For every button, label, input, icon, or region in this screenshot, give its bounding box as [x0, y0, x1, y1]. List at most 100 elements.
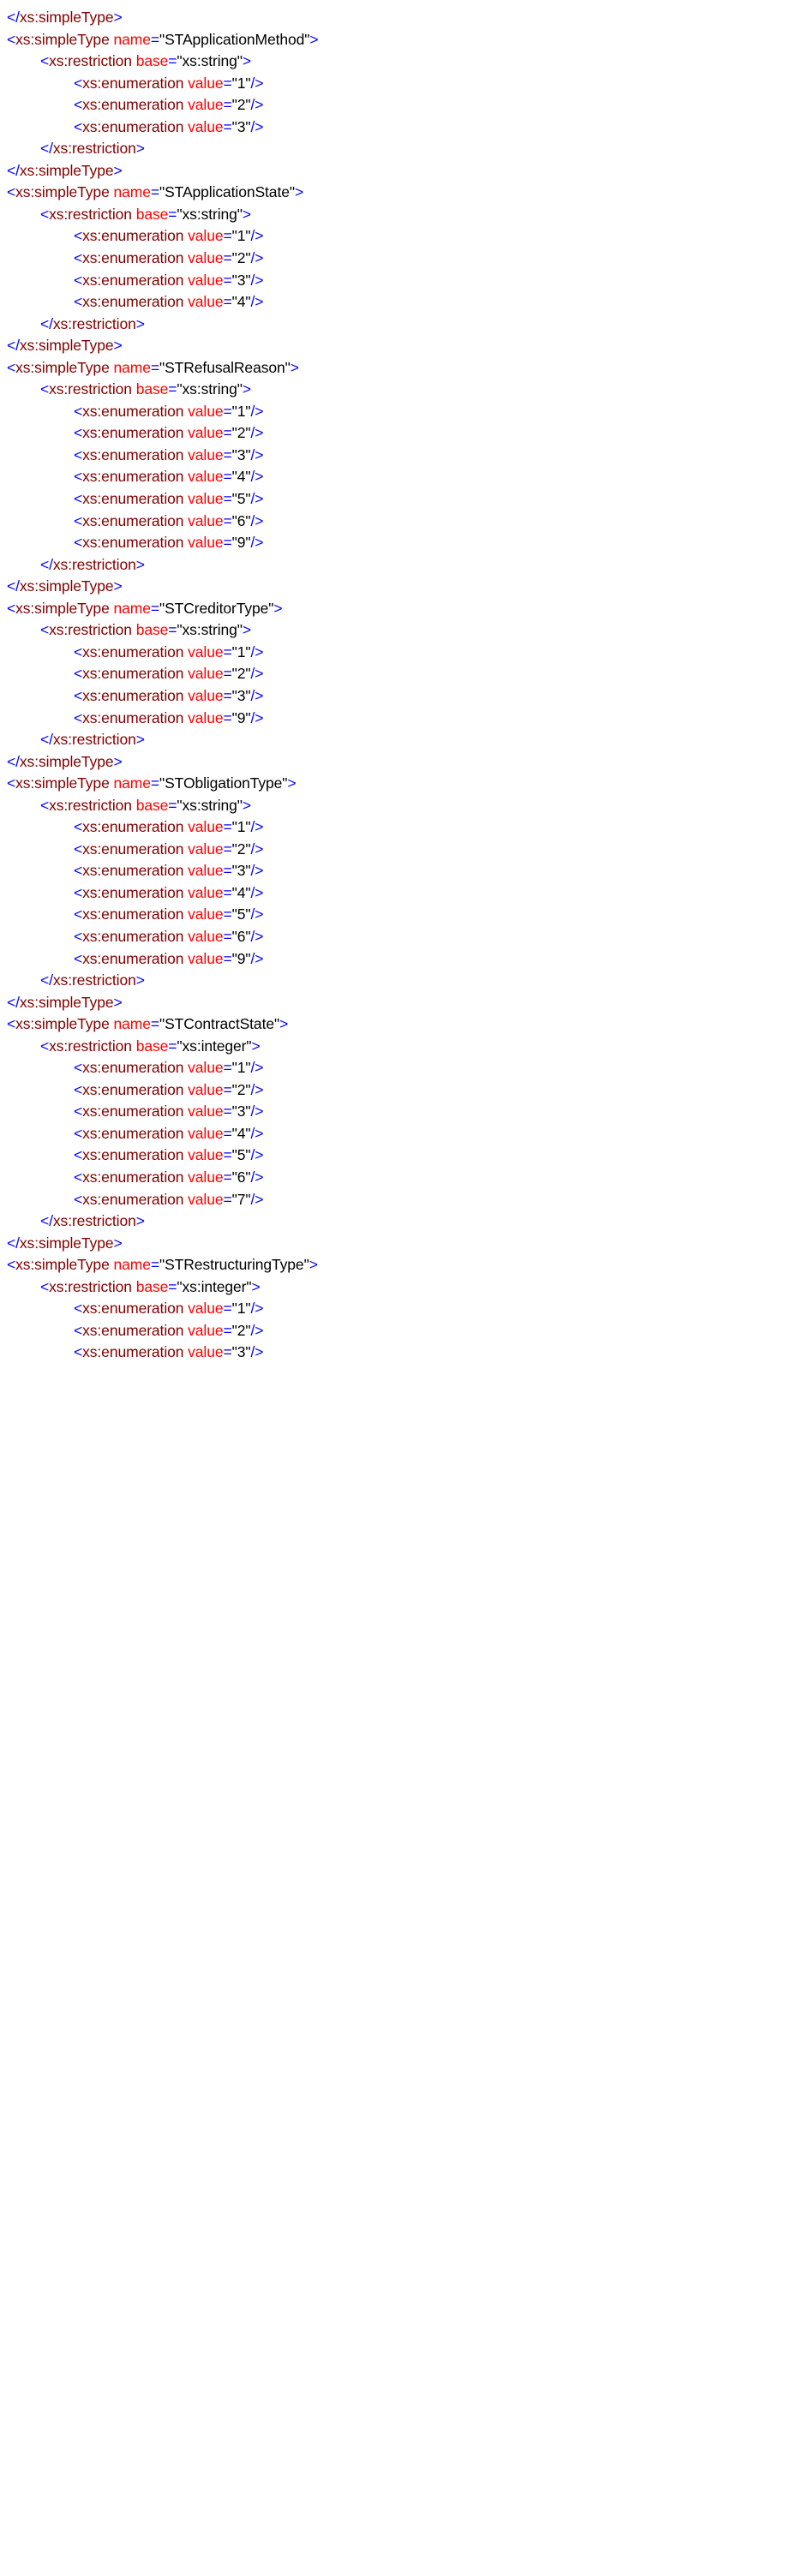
- element-name: xs:restriction: [49, 1277, 132, 1295]
- attribute-value: "2": [231, 840, 251, 858]
- tag-close-bracket: >: [135, 971, 145, 989]
- attribute-value: "9": [231, 949, 251, 967]
- equals-sign: =: [223, 1343, 232, 1361]
- element-name: xs:simpleType: [19, 337, 114, 355]
- close-tag-open-bracket: </: [7, 577, 20, 595]
- equals-sign: =: [223, 271, 232, 289]
- code-line: </xs:restriction>: [0, 554, 809, 577]
- element-name: xs:enumeration: [82, 708, 184, 726]
- element-name: xs:enumeration: [82, 1059, 184, 1077]
- attribute-value: "5": [231, 1146, 251, 1164]
- self-closing-bracket: />: [250, 468, 264, 486]
- attribute-name: value: [188, 1300, 224, 1318]
- tag-open-bracket: <: [7, 30, 16, 48]
- element-name: xs:restriction: [49, 1037, 132, 1055]
- close-tag-open-bracket: </: [40, 140, 53, 158]
- equals-sign: =: [150, 599, 159, 617]
- element-name: xs:enumeration: [82, 1146, 184, 1164]
- code-line: <xs:enumeration value="2"/>: [0, 839, 809, 861]
- attribute-value: "1": [231, 227, 251, 245]
- attribute-name: value: [188, 1168, 224, 1186]
- code-line: <xs:enumeration value="1"/>: [0, 225, 809, 248]
- tag-close-bracket: >: [113, 993, 123, 1011]
- self-closing-bracket: />: [250, 1103, 264, 1121]
- tag-close-bracket: >: [242, 621, 252, 639]
- tag-open-bracket: <: [74, 424, 83, 442]
- equals-sign: =: [223, 511, 232, 529]
- tag-open-bracket: <: [74, 227, 83, 245]
- element-name: xs:restriction: [52, 731, 136, 749]
- code-line: <xs:simpleType name="STRefusalReason">: [0, 357, 809, 380]
- equals-sign: =: [168, 621, 177, 639]
- attribute-name: value: [188, 883, 224, 901]
- code-line: <xs:enumeration value="3"/>: [0, 1342, 809, 1364]
- self-closing-bracket: />: [250, 1321, 264, 1339]
- code-line: <xs:simpleType name="STContractState">: [0, 1013, 809, 1036]
- attribute-name: value: [188, 1321, 224, 1339]
- attribute-value: "STCreditorType": [159, 599, 274, 617]
- self-closing-bracket: />: [250, 643, 264, 660]
- tag-open-bracket: <: [74, 1146, 83, 1164]
- element-name: xs:enumeration: [82, 424, 184, 442]
- attribute-name: value: [188, 665, 224, 683]
- code-line: <xs:enumeration value="2"/>: [0, 1079, 809, 1102]
- tag-open-bracket: <: [74, 402, 83, 420]
- equals-sign: =: [168, 52, 177, 70]
- self-closing-bracket: />: [250, 708, 264, 726]
- element-name: xs:enumeration: [82, 927, 184, 945]
- equals-sign: =: [150, 1015, 159, 1033]
- element-name: xs:enumeration: [82, 445, 184, 463]
- attribute-value: "STApplicationMethod": [159, 30, 310, 48]
- tag-open-bracket: <: [40, 1277, 50, 1295]
- tag-open-bracket: <: [74, 511, 83, 529]
- code-line: <xs:enumeration value="2"/>: [0, 663, 809, 685]
- attribute-name: value: [188, 293, 224, 311]
- tag-close-bracket: >: [135, 314, 145, 332]
- element-name: xs:simpleType: [15, 774, 110, 792]
- tag-open-bracket: <: [74, 249, 83, 267]
- attribute-value: "xs:string": [177, 796, 243, 814]
- element-name: xs:enumeration: [82, 686, 184, 704]
- element-name: xs:restriction: [52, 314, 136, 332]
- close-tag-open-bracket: </: [40, 1212, 53, 1230]
- attribute-value: "4": [231, 883, 251, 901]
- code-line: <xs:enumeration value="3"/>: [0, 685, 809, 708]
- attribute-value: "1": [231, 643, 251, 660]
- attribute-name: value: [188, 643, 224, 660]
- code-line: </xs:restriction>: [0, 729, 809, 751]
- self-closing-bracket: />: [250, 534, 264, 552]
- element-name: xs:simpleType: [15, 183, 110, 201]
- self-closing-bracket: />: [250, 293, 264, 311]
- attribute-name: value: [188, 1103, 224, 1121]
- element-name: xs:enumeration: [82, 862, 184, 880]
- attribute-name: value: [188, 402, 224, 420]
- attribute-value: "5": [231, 905, 251, 923]
- code-line: </xs:simpleType>: [0, 160, 809, 182]
- element-name: xs:simpleType: [15, 358, 110, 376]
- attribute-name: value: [188, 949, 224, 967]
- close-tag-open-bracket: </: [7, 161, 20, 179]
- attribute-name: value: [188, 686, 224, 704]
- code-line: <xs:enumeration value="5"/>: [0, 488, 809, 511]
- element-name: xs:restriction: [49, 52, 132, 70]
- equals-sign: =: [223, 686, 232, 704]
- element-name: xs:simpleType: [19, 577, 114, 595]
- tag-open-bracket: <: [40, 621, 50, 639]
- equals-sign: =: [168, 1277, 177, 1295]
- attribute-name: value: [188, 1343, 224, 1361]
- attribute-name: name: [113, 358, 151, 376]
- self-closing-bracket: />: [250, 445, 264, 463]
- tag-open-bracket: <: [74, 468, 83, 486]
- code-line: </xs:simpleType>: [0, 576, 809, 598]
- tag-open-bracket: <: [74, 293, 83, 311]
- element-name: xs:restriction: [49, 205, 132, 223]
- self-closing-bracket: />: [250, 927, 264, 945]
- element-name: xs:enumeration: [82, 665, 184, 683]
- attribute-value: "3": [231, 271, 251, 289]
- close-tag-open-bracket: </: [7, 752, 20, 770]
- self-closing-bracket: />: [250, 490, 264, 508]
- element-name: xs:restriction: [49, 796, 132, 814]
- element-name: xs:enumeration: [82, 1124, 184, 1142]
- element-name: xs:enumeration: [82, 1168, 184, 1186]
- tag-open-bracket: <: [74, 840, 83, 858]
